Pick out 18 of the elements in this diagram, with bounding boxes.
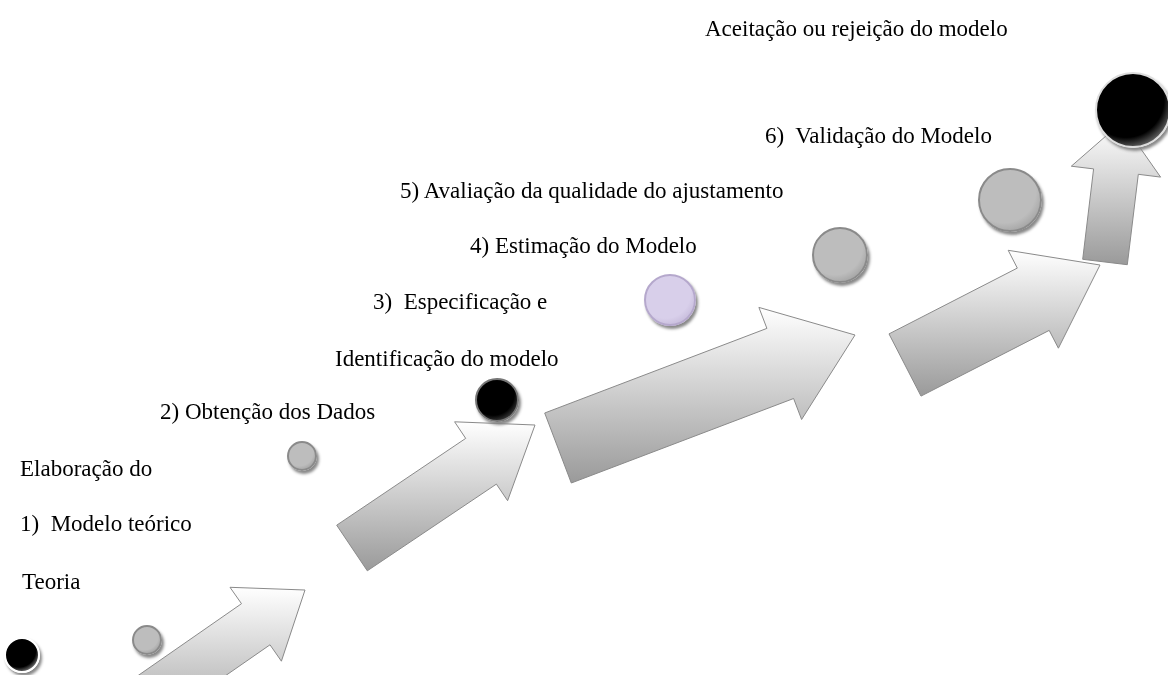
- step-label: 6) Validação do Modelo: [765, 122, 992, 150]
- step-label: Aceitação ou rejeição do modelo: [705, 15, 1008, 43]
- step-circle: [812, 227, 868, 283]
- step-label: Teoria: [22, 568, 81, 596]
- step-label: 3) Especificação e: [373, 288, 548, 316]
- step-circle: [644, 274, 696, 326]
- step-circle: [978, 168, 1042, 232]
- step-label: 5) Avaliação da qualidade do ajustamento: [400, 177, 784, 205]
- step-label: 4) Estimação do Modelo: [470, 232, 697, 260]
- step-circle: [1095, 72, 1168, 148]
- step-label: Identificação do modelo: [335, 345, 559, 373]
- step-circle: [287, 441, 317, 471]
- step-label: Elaboração do: [20, 455, 153, 483]
- step-circle: [475, 378, 519, 422]
- step-label: 1) Modelo teórico: [20, 510, 192, 538]
- step-label: 2) Obtenção dos Dados: [160, 398, 376, 426]
- step-circle: [132, 625, 162, 655]
- step-circle: [4, 637, 40, 673]
